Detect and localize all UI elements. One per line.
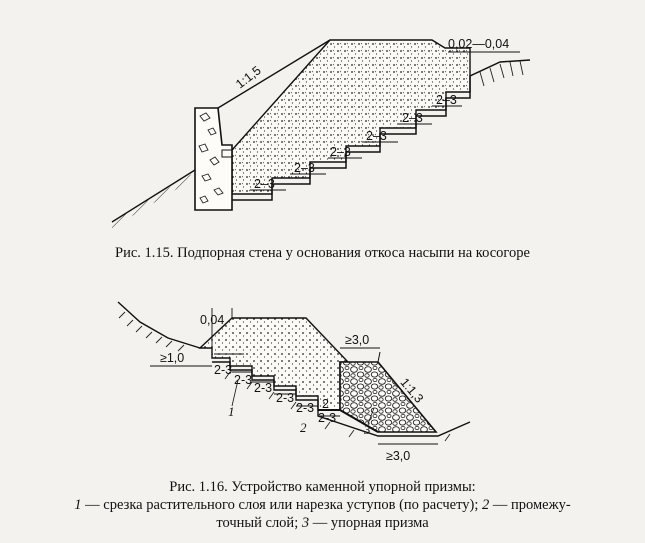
caption-text-1: — срезка растительного слоя или нарезка … xyxy=(81,497,482,513)
berm-width-label: ≥3,0 xyxy=(345,333,369,347)
step-label: 2–3 xyxy=(254,177,275,191)
caption-num-3: 3 xyxy=(301,515,310,531)
step-label: 2-3 xyxy=(234,373,252,387)
step-label: 2-3 xyxy=(296,401,314,415)
caption-line-1: Рис. 1.16. Устройство каменной упорной п… xyxy=(169,479,476,495)
step-label: 2-3 xyxy=(214,363,232,377)
step-label: 2–3 xyxy=(330,145,351,159)
caption-num-1: 1 xyxy=(74,497,82,513)
caption-figure-1-16: Рис. 1.16. Устройство каменной упорной п… xyxy=(0,478,645,532)
slope-label: 1:1,5 xyxy=(233,63,264,91)
step-label: 2-3 xyxy=(276,391,294,405)
ground-line-steps xyxy=(232,59,531,201)
step-label: 2-3 xyxy=(254,381,272,395)
marker-2: 2 xyxy=(300,420,307,435)
step-label: 2-3 xyxy=(318,411,336,425)
caption-text-3a: точный слой; xyxy=(216,515,302,531)
ground-hatch-left xyxy=(111,169,196,228)
embankment-fill xyxy=(231,39,471,195)
offset-label: 0,02—0,04 xyxy=(448,37,509,51)
ground-hatch-right xyxy=(479,60,524,87)
left-width-label: ≥1,0 xyxy=(160,351,184,365)
caption-text-3b: — упорная призма xyxy=(309,515,429,531)
step-label: 2–3 xyxy=(402,111,423,125)
caption-figure-1-15: Рис. 1.15. Подпорная стена у основания о… xyxy=(115,245,530,261)
caption-line-2: 1 — срезка растительного слоя или нарезк… xyxy=(0,496,645,514)
figure-1-15: 1:1,5 0,02—0,04 2–3 2–3 2–3 2–3 2–3 2–3 xyxy=(0,0,645,240)
caption-num-2: 2 xyxy=(481,497,490,513)
caption-text-2: — промежу- xyxy=(489,497,571,513)
figure-1-16: 0,04 ≥1,0 ≥3,0 ≥3,0 1:1,3 2-3 2-3 2-3 2-… xyxy=(0,282,645,464)
step-label: 2–3 xyxy=(366,129,387,143)
retaining-wall xyxy=(194,107,233,211)
step-label: 2–3 xyxy=(436,93,457,107)
top-offset-label: 0,04 xyxy=(200,313,224,327)
step-label: 2–3 xyxy=(294,161,315,175)
marker-1: 1 xyxy=(228,404,235,419)
step-label: 2 xyxy=(322,397,329,411)
bottom-width-label: ≥3,0 xyxy=(386,449,410,463)
caption-line-3: точный слой; 3 — упорная призма xyxy=(0,514,645,532)
marker-3: 3 xyxy=(363,422,371,437)
